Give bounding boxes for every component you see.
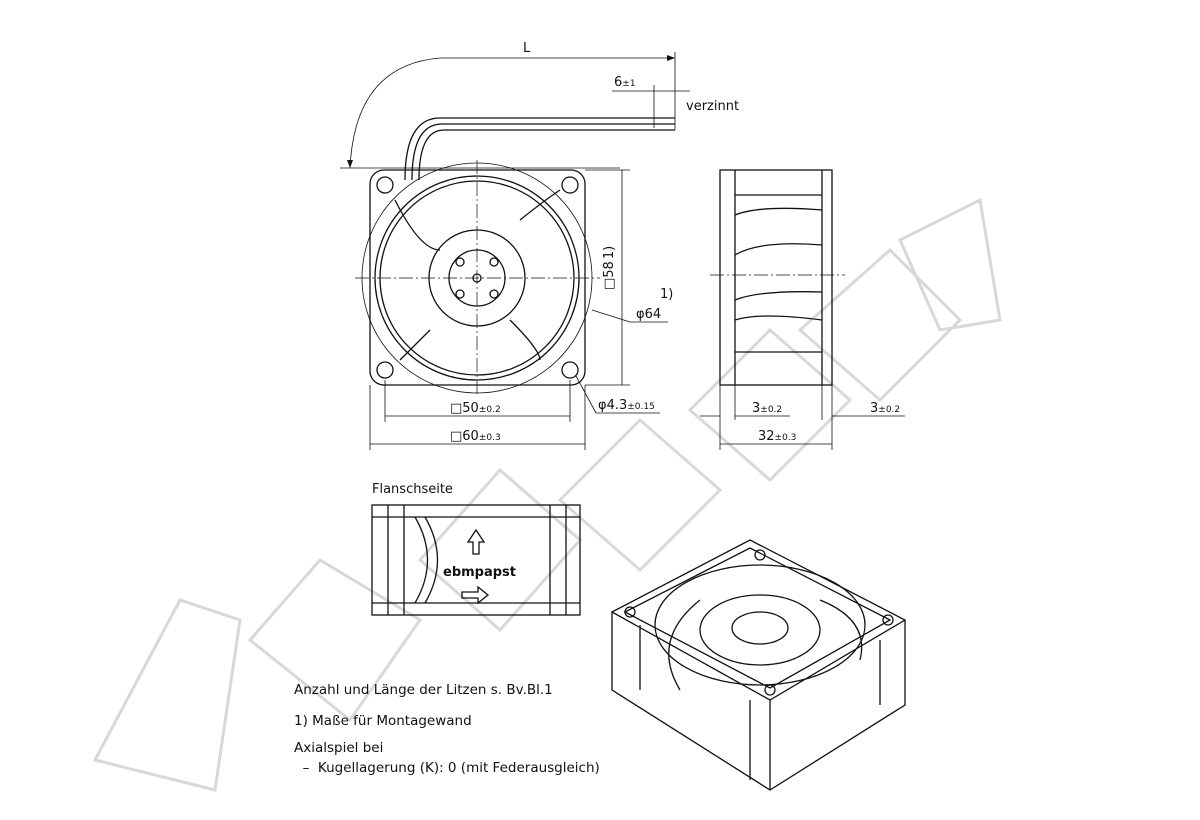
flange-right-label: 3±0.2 xyxy=(870,401,900,416)
flange-side-view: Flanschseite ebmpapst xyxy=(371,482,581,616)
cable-dimension: L 6±1 verzinnt xyxy=(340,41,739,181)
mount-square-label: □581) xyxy=(602,246,617,290)
tinned-label: verzinnt xyxy=(686,99,739,114)
flange-left-label: 3±0.2 xyxy=(752,401,782,416)
strip-length-label: 6±1 xyxy=(614,75,636,90)
cable-length-label: L xyxy=(523,41,531,56)
diameter-note-ref: 1) xyxy=(660,287,673,302)
brand-logo: ebmpapst xyxy=(443,565,516,580)
note-mounting-dims: 1) Maße für Montagewand xyxy=(294,713,472,729)
frame-size-label: □60±0.3 xyxy=(450,429,501,444)
mount-diameter-label: φ64 xyxy=(636,307,661,322)
watermark xyxy=(92,197,1002,792)
flange-side-label: Flanschseite xyxy=(372,482,453,497)
note-cable-count: Anzahl und Länge der Litzen s. Bv.Bl.1 xyxy=(294,682,553,698)
note-ball-bearing: – Kugellagerung (K): 0 (mit Federausglei… xyxy=(294,760,600,776)
note-axial-play: Axialspiel bei xyxy=(294,740,384,756)
isometric-view xyxy=(610,539,907,791)
hole-pitch-label: □50±0.2 xyxy=(450,401,501,416)
front-view: □581) 1) φ64 □50±0.2 □60±0.3 φ4.3±0.15 xyxy=(355,160,673,450)
hole-diameter-label: φ4.3±0.15 xyxy=(598,398,655,413)
depth-label: 32±0.3 xyxy=(758,429,796,444)
side-view: 3±0.2 3±0.2 32±0.3 xyxy=(700,169,905,450)
